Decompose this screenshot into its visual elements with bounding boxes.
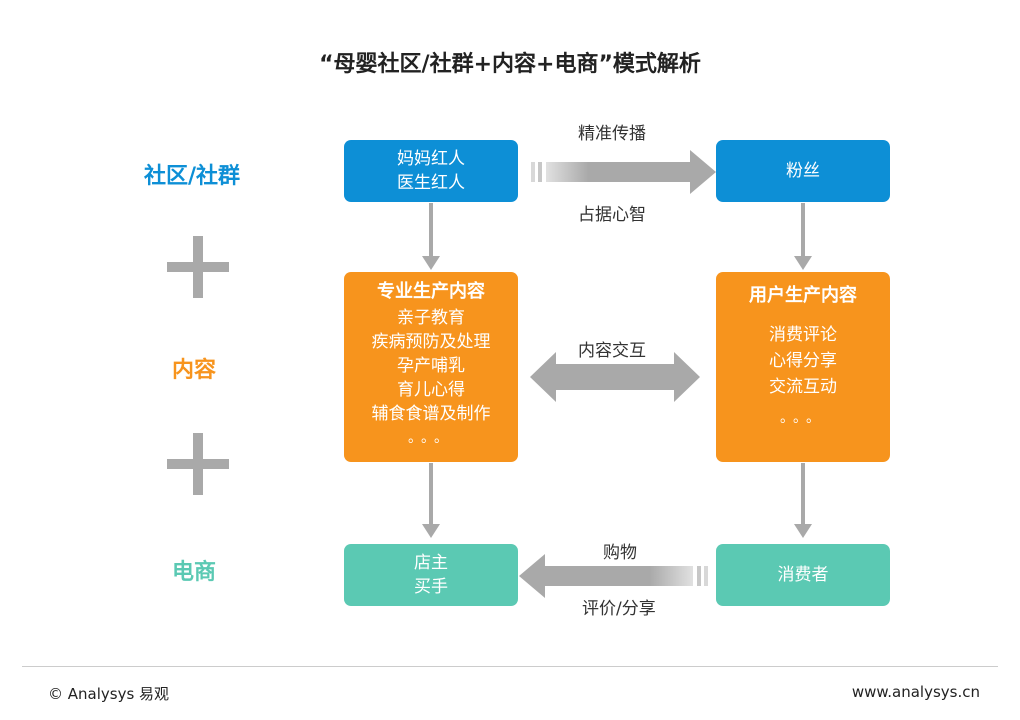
- box-ugc-line: 心得分享: [769, 351, 837, 371]
- box-pgc-line: 辅食食谱及制作: [371, 404, 491, 424]
- box-ugc-ellipsis: 。。。: [780, 410, 826, 426]
- arrow-ugc-to-consumer: [794, 463, 812, 538]
- row-label-ecommerce: 电商: [172, 560, 217, 585]
- arrow-kol-to-fans: [531, 150, 716, 194]
- box-store: 店主 买手: [344, 544, 518, 606]
- arrow-label-shopping: 购物: [603, 543, 637, 563]
- footer-divider: [22, 666, 998, 667]
- box-pgc-title: 专业生产内容: [377, 281, 485, 302]
- row-label-community: 社区/社群: [144, 164, 241, 189]
- box-pgc-line: 亲子教育: [397, 308, 465, 328]
- footer-website-link[interactable]: www.analysys.cn: [851, 683, 980, 701]
- page-title: “母婴社区/社群+内容+电商”模式解析: [319, 52, 701, 77]
- box-pgc-line: 育儿心得: [397, 380, 465, 400]
- box-kol: 妈妈红人 医生红人: [344, 140, 518, 202]
- box-fans-line: 粉丝: [786, 161, 820, 181]
- plus-icon-upper: [167, 236, 229, 298]
- plus-icon-lower: [167, 433, 229, 495]
- arrow-consumer-to-store: [519, 554, 708, 598]
- box-consumer-line: 消费者: [777, 565, 829, 585]
- box-ugc-line: 交流互动: [769, 377, 837, 397]
- box-consumer: 消费者: [716, 544, 890, 606]
- arrow-label-review-share: 评价/分享: [582, 599, 656, 619]
- box-pgc: 专业生产内容 亲子教育 疾病预防及处理 孕产哺乳 育儿心得 辅食食谱及制作 。。…: [344, 272, 518, 462]
- arrow-kol-to-pgc: [422, 203, 440, 270]
- arrow-content-exchange: [530, 352, 700, 402]
- footer-copyright: © Analysys 易观: [48, 685, 170, 703]
- arrow-pgc-to-store: [422, 463, 440, 538]
- arrow-label-content-exchange: 内容交互: [578, 341, 646, 361]
- arrow-label-precise-spread: 精准传播: [578, 124, 646, 144]
- arrow-fans-to-ugc: [794, 203, 812, 270]
- box-store-line: 店主: [414, 553, 448, 573]
- box-kol-line: 医生红人: [397, 173, 465, 193]
- box-ugc: 用户生产内容 消费评论 心得分享 交流互动 。。。: [716, 272, 890, 462]
- box-fans: 粉丝: [716, 140, 890, 202]
- box-ugc-title: 用户生产内容: [749, 285, 857, 306]
- row-label-content: 内容: [172, 358, 217, 383]
- box-pgc-line: 孕产哺乳: [397, 356, 465, 376]
- box-kol-line: 妈妈红人: [397, 149, 465, 169]
- box-store-line: 买手: [414, 577, 448, 597]
- box-ugc-line: 消费评论: [769, 325, 837, 345]
- arrow-label-occupy-mind: 占据心智: [578, 205, 646, 225]
- box-pgc-line: 疾病预防及处理: [371, 332, 491, 352]
- box-pgc-ellipsis: 。。。: [408, 430, 454, 446]
